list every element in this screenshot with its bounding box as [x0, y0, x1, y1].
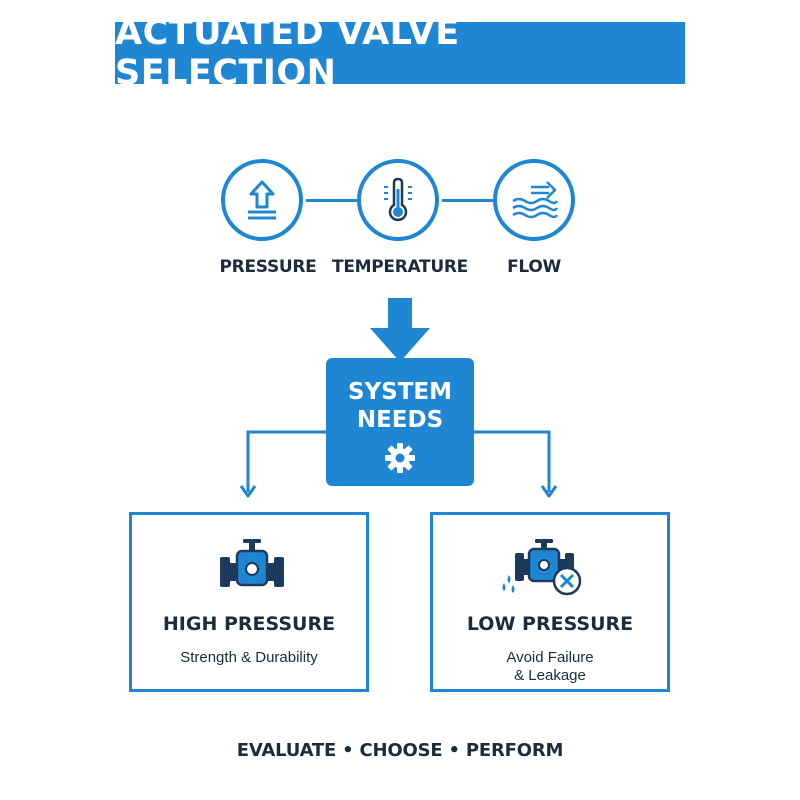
system-needs-label: SYSTEM NEEDS: [347, 379, 453, 433]
factor-label-pressure: PRESSURE: [219, 257, 317, 277]
high-pressure-title: HIGH PRESSURE: [162, 613, 336, 635]
pressure-arrow-icon: [248, 180, 276, 220]
thermometer-icon: [384, 177, 412, 222]
down-arrow-icon: [370, 298, 430, 362]
connector-line: [442, 199, 494, 202]
gear-icon: [385, 443, 415, 473]
factor-label-flow: FLOW: [507, 257, 561, 277]
temperature-factor-circle: [357, 159, 439, 241]
low-pressure-option: LOW PRESSURE Avoid Failure & Leakage: [430, 512, 670, 692]
factor-label-temperature: TEMPERATURE: [332, 257, 468, 277]
leaking-valve-icon: [502, 539, 582, 596]
pressure-factor-circle: [221, 159, 303, 241]
high-pressure-option: HIGH PRESSURE Strength & Durability: [129, 512, 369, 692]
flow-waves-icon: [512, 181, 559, 219]
low-pressure-title: LOW PRESSURE: [466, 613, 634, 635]
title-banner: ACTUATED VALVE SELECTION: [115, 13, 685, 93]
valve-icon: [220, 539, 284, 587]
footer-tagline: EVALUATE • CHOOSE • PERFORM: [236, 740, 564, 761]
connector-line: [306, 199, 358, 202]
low-pressure-subtitle: Avoid Failure & Leakage: [506, 649, 594, 684]
page-title: ACTUATED VALVE SELECTION: [115, 13, 460, 93]
system-needs-box: SYSTEM NEEDS: [326, 358, 474, 486]
flow-factor-circle: [493, 159, 575, 241]
high-pressure-subtitle: Strength & Durability: [180, 649, 318, 666]
